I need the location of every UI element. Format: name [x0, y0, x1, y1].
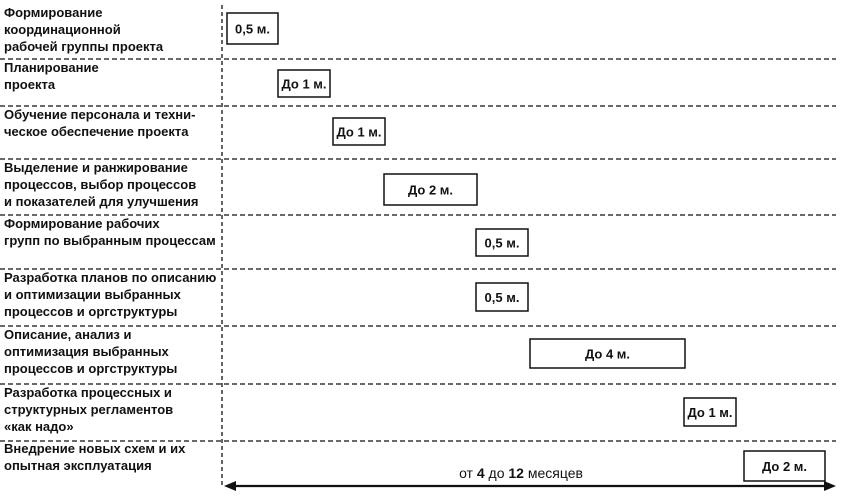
task-bar: До 1 м. [683, 397, 737, 427]
task-bar: До 1 м. [277, 69, 331, 98]
duration-caption: от 4 до 12 месяцев [459, 465, 583, 481]
task-bar: До 4 м. [529, 338, 686, 369]
arrow-left-head [224, 481, 236, 491]
task-bar: 0,5 м. [475, 228, 529, 257]
task-bar-box [743, 450, 826, 482]
duration-axis: от 4 до 12 месяцев [224, 465, 836, 491]
task-bar: 0,5 м. [475, 282, 529, 312]
task-bar: До 2 м. [383, 173, 478, 206]
task-bar: 0,5 м. [226, 12, 279, 45]
arrow-right-head [824, 481, 836, 491]
task-bar-label: 0,5 м. [485, 236, 520, 251]
task-bar-label: До 2 м. [408, 183, 453, 198]
task-bar-label: 0,5 м. [235, 22, 270, 37]
task-bar-box [475, 282, 529, 312]
task-bar-label: До 4 м. [585, 347, 630, 362]
task-bar-label: До 1 м. [336, 125, 381, 140]
task-label: Обучение персонала и техни-ческое обеспе… [4, 107, 195, 139]
task-bar: До 1 м. [332, 117, 386, 146]
task-bar-label: До 2 м. [762, 459, 807, 474]
task-bar-box [683, 397, 737, 427]
task-bar-box [383, 173, 478, 206]
task-bar-box [529, 338, 686, 369]
task-bar-box [226, 12, 279, 45]
task-bar: До 2 м. [743, 450, 826, 482]
task-bars: 0,5 м. До 1 м. До 1 м. До 2 м. 0,5 м. 0,5 м. Д… [226, 12, 826, 482]
task-bar-label: До 1 м. [687, 405, 732, 420]
task-bar-label: 0,5 м. [485, 290, 520, 305]
task-bar-label: До 1 м. [281, 77, 326, 92]
task-bar-box [332, 117, 386, 146]
task-bar-box [475, 228, 529, 257]
task-bar-box [277, 69, 331, 98]
